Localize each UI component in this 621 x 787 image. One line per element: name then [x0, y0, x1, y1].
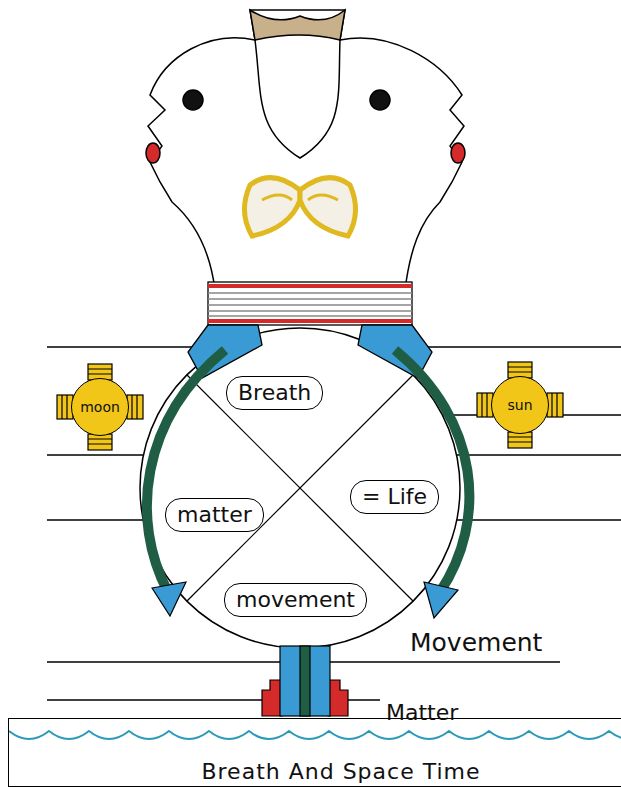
neck-band [208, 282, 412, 325]
wave [9, 731, 621, 739]
quadrant-label: = Life [350, 480, 439, 514]
ray [127, 395, 143, 419]
band-title: Breath And Space Time [201, 759, 480, 784]
headdress-top [250, 10, 345, 40]
arrow-head [152, 582, 186, 616]
arrow-shaft [395, 350, 469, 592]
crescent [300, 178, 356, 236]
node-text: = Life [362, 484, 427, 509]
arrow-heads [152, 582, 458, 618]
node-text: movement [236, 587, 355, 612]
line-label: Movement [410, 628, 542, 657]
stem-body [280, 646, 330, 716]
cup-outline [255, 40, 340, 158]
sun-symbol: sun [491, 376, 549, 434]
moon-rays [57, 364, 143, 450]
crescent [244, 178, 300, 236]
arrow-shaft [147, 350, 225, 592]
quadrant-label: Breath [226, 376, 323, 410]
sun-rays [477, 362, 563, 448]
quadrant-label: matter [165, 498, 264, 532]
ground-band: Breath And Space Time [8, 718, 621, 787]
ray-stripes [482, 367, 557, 442]
lips [451, 143, 465, 163]
ray [88, 434, 112, 450]
ray-stripes [62, 369, 137, 444]
grey-stripe [208, 293, 412, 316]
twin-figure [146, 10, 465, 290]
stem-stripe [300, 646, 310, 716]
lips [146, 143, 160, 163]
ray [508, 432, 532, 448]
crescent-inner [262, 195, 338, 200]
band-box [208, 282, 412, 325]
line-label: Matter [386, 700, 458, 725]
node-text: matter [177, 502, 252, 527]
stem-step [328, 680, 348, 716]
heads [148, 10, 464, 290]
node-text: Breath [238, 380, 311, 405]
cycle-arrows [147, 350, 469, 592]
red-stripe [208, 286, 412, 321]
arrow-head [424, 582, 458, 618]
hair-knot [370, 90, 390, 110]
stem [262, 646, 348, 716]
ray [547, 393, 563, 417]
moon-symbol: moon [71, 378, 129, 436]
node-text: moon [80, 399, 120, 415]
quadrant-label: movement [224, 583, 367, 617]
stem-step [262, 680, 282, 716]
life-circle [140, 328, 460, 648]
hair-knot [183, 90, 203, 110]
node-text: sun [507, 397, 532, 413]
